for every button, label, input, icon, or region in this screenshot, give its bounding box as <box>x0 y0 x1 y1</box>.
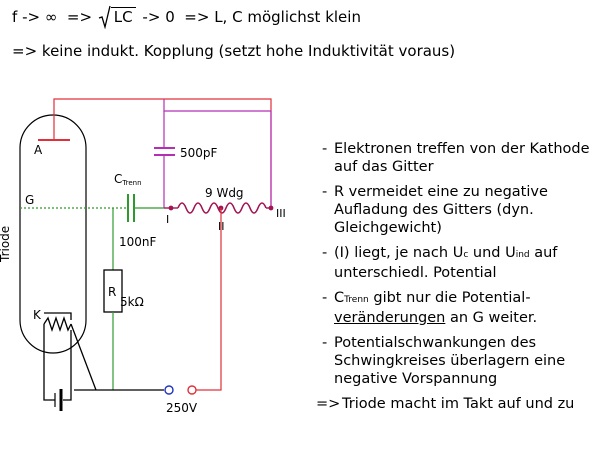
note-bullet: - <box>322 245 328 261</box>
note-tap-potential: - (I) liegt, je nach Uc und Uind auf unt… <box>322 244 594 282</box>
note-bullet: - <box>322 335 328 351</box>
note-bullet: - <box>322 141 328 157</box>
cathode-wire-diagonal <box>70 323 97 391</box>
tap-1-label: I <box>166 213 169 226</box>
sqrt-expression: LC <box>98 5 136 29</box>
coupling-line: => keine indukt. Kopplung (setzt hohe In… <box>12 42 455 60</box>
ctrenn-value: 100nF <box>119 235 157 249</box>
note-fluctuations: - Potentialschwankungen des Schwingkreis… <box>322 334 594 388</box>
formula-f: f <box>12 8 18 26</box>
formula-implies-1: => <box>66 8 93 26</box>
formula-radicand: LC <box>110 7 136 26</box>
formula-zero: 0 <box>165 8 175 26</box>
note-underlined: veränderungen <box>334 310 446 326</box>
note-text-post: auf unterschiedl. Potential <box>334 245 558 281</box>
resistor-symbol: R <box>108 285 116 299</box>
note-text: Elektronen treffen von der Kathode auf d… <box>334 141 590 175</box>
tap-3-label: III <box>276 207 286 220</box>
note-resistor: - R vermeidet eine zu negative Aufladung… <box>322 183 594 237</box>
formula-arrow: -> <box>22 8 41 26</box>
terminal-negative-icon <box>164 385 174 395</box>
note-bullet: => <box>316 396 341 412</box>
note-text: R vermeidet eine zu negative Aufladung d… <box>334 184 548 236</box>
note-bullet: - <box>322 290 328 306</box>
heater-wire-left <box>43 324 55 401</box>
coupling-prefix: => <box>12 42 38 60</box>
note-bullet: - <box>322 184 328 200</box>
triode-label: Triode <box>0 226 12 263</box>
note-sym: C <box>334 290 345 306</box>
notes-list: - Elektronen treffen von der Kathode auf… <box>316 140 594 420</box>
supply-wire-red <box>196 208 222 391</box>
tank-coil <box>177 202 267 214</box>
terminal-positive-icon <box>187 385 197 395</box>
supply-voltage: 250V <box>166 401 198 415</box>
tank-cap-value: 500pF <box>180 146 218 160</box>
note-text-pre: (I) liegt, je nach U <box>334 245 464 261</box>
formula-infinity: ∞ <box>44 8 58 26</box>
heater-wire-right <box>63 330 72 401</box>
formula-implies-2: => <box>184 8 210 26</box>
coupling-text: keine indukt. Kopplung (setzt hohe Induk… <box>41 42 456 60</box>
grid-label: G <box>25 193 34 207</box>
ctrenn-label: CTrenn <box>114 172 142 187</box>
triode-envelope <box>19 114 87 354</box>
note-text-mid: und U <box>468 245 516 261</box>
note-ctrenn: - CTrenn gibt nur die Potential- verände… <box>322 289 594 327</box>
radical-sign-icon <box>98 5 111 29</box>
note-sub-ind: ind <box>515 250 530 260</box>
coil-label: 9 Wdg <box>205 186 244 200</box>
tank-wire-top <box>163 99 272 208</box>
cathode-wire-top <box>44 312 72 320</box>
note-text-post: an G weiter. <box>449 310 538 326</box>
note-text: Triode macht im Takt auf und zu <box>342 396 575 412</box>
tap-3-dot <box>268 205 274 211</box>
note-sub-c: c <box>463 250 469 260</box>
note-text: Potentialschwankungen des Schwingkreises… <box>334 335 566 387</box>
anode-label: A <box>34 143 43 157</box>
ctrenn-subscript: Trenn <box>121 179 141 187</box>
tap-2-label: II <box>218 220 225 233</box>
cathode-label: K <box>33 308 42 322</box>
tap-1-dot <box>168 205 174 211</box>
ctrenn-symbol: C <box>114 172 122 186</box>
resistor-value: 5kΩ <box>120 295 144 309</box>
note-sub-trenn: Trenn <box>344 295 369 305</box>
formula-conclusion: L, C möglichst klein <box>214 8 361 26</box>
note-text-pre: gibt nur die Potential- <box>368 290 531 306</box>
cathode-heater <box>43 315 72 333</box>
note-electrons: - Elektronen treffen von der Kathode auf… <box>322 140 594 176</box>
formula-arrow-2: -> <box>142 8 161 26</box>
note-conclusion: => Triode macht im Takt auf und zu <box>316 395 594 413</box>
formula-line: f -> ∞ => LC -> 0 => L, C möglichst klei… <box>12 5 361 29</box>
